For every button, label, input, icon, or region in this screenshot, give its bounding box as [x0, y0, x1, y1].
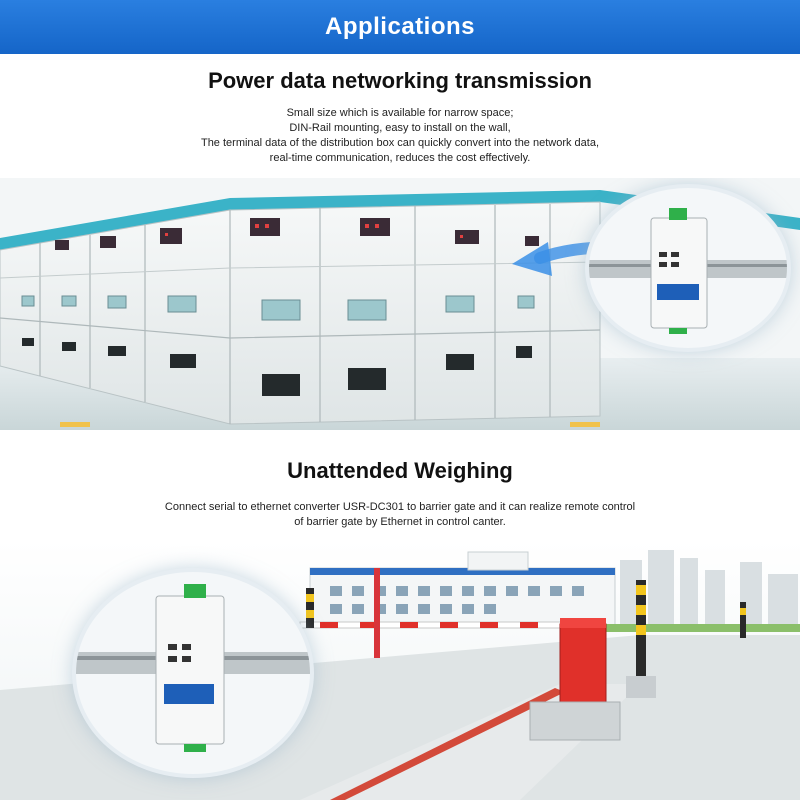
section1-line: DIN-Rail mounting, easy to install on th… [289, 122, 511, 134]
section1-line: real-time communication, reduces the cos… [269, 152, 531, 164]
section2-title: Unattended Weighing [287, 458, 513, 483]
applications-banner: Applications [0, 0, 800, 54]
device-inset [585, 184, 791, 352]
section1-line: The terminal data of the distribution bo… [200, 137, 600, 149]
banner-title: Applications [324, 13, 475, 40]
section2-line: of barrier gate by Ethernet in control c… [294, 516, 506, 528]
section1-title: Power data networking transmission [208, 68, 592, 93]
section2-description: Connect serial to ethernet converter USR… [0, 500, 800, 530]
device-inset [72, 568, 314, 778]
section1-description: Small size which is available for narrow… [0, 106, 800, 166]
section1-line: Small size which is available for narrow… [286, 107, 514, 119]
section2-line: Connect serial to ethernet converter USR… [164, 501, 636, 513]
din-rail-device-icon [589, 208, 787, 334]
din-rail-device-icon [76, 584, 310, 752]
barrier-gate-image [0, 540, 800, 800]
switchgear-room-image [0, 178, 800, 430]
